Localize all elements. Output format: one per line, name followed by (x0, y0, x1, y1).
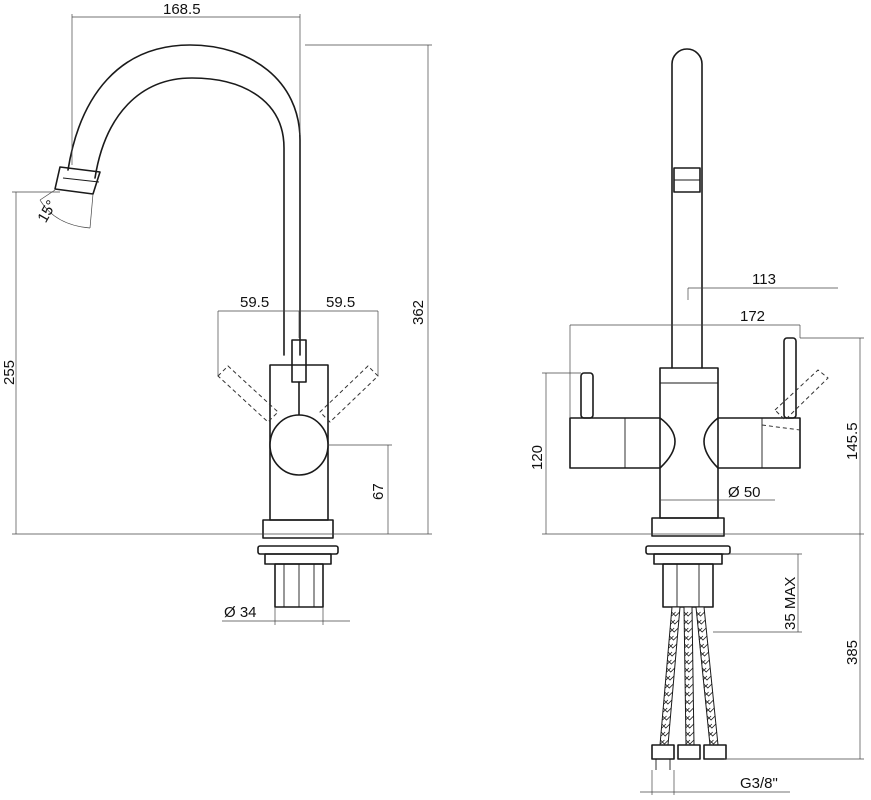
dim-lever-right: 59.5 (326, 294, 355, 311)
dim-thread: G3/8" (740, 775, 778, 792)
right-lever-rotation (774, 369, 829, 421)
dim-total-height: 362 (410, 300, 427, 325)
dim-lever-height: 145.5 (844, 422, 861, 460)
base-ring (262, 519, 334, 539)
spout-nozzle (54, 166, 101, 195)
lever-right-rotation (319, 365, 379, 423)
angle-label: 15° (34, 197, 60, 225)
center-column (659, 367, 719, 519)
dim-spout-reach: 168.5 (163, 1, 201, 18)
dim-lever-left: 59.5 (240, 294, 269, 311)
supply-hoses (651, 606, 727, 770)
spout-inner (94, 77, 285, 356)
front-base-ring (651, 517, 725, 537)
left-lever (580, 372, 594, 419)
side-view: 15° 168.5 362 255 (1, 1, 432, 625)
dim-body-diameter: Ø 50 (728, 484, 761, 501)
lever-handle (291, 339, 307, 383)
front-shank (662, 563, 714, 608)
lever-left-rotation (217, 365, 279, 423)
dim-body-height-right: 120 (529, 445, 546, 470)
dim-hose-length: 385 (844, 640, 861, 665)
dim-base-diameter: Ø 34 (224, 604, 257, 621)
dim-mount-max: 35 MAX (782, 577, 799, 630)
right-arm (703, 417, 801, 469)
base-flange (257, 545, 339, 555)
dim-width-half: 113 (752, 271, 776, 288)
control-knob (269, 414, 329, 476)
angle-arc (39, 199, 91, 229)
dim-spout-height: 255 (1, 360, 18, 385)
dim-width-total: 172 (740, 308, 765, 325)
dim-body-height-left: 67 (370, 483, 387, 500)
spout-outer (67, 44, 301, 356)
right-lever (783, 337, 797, 419)
front-flange (645, 545, 731, 555)
spout-pipe (671, 48, 703, 369)
front-view: 113 172 145.5 120 Ø 50 35 MAX 385 G3/8" (529, 48, 864, 795)
left-arm (569, 417, 676, 469)
